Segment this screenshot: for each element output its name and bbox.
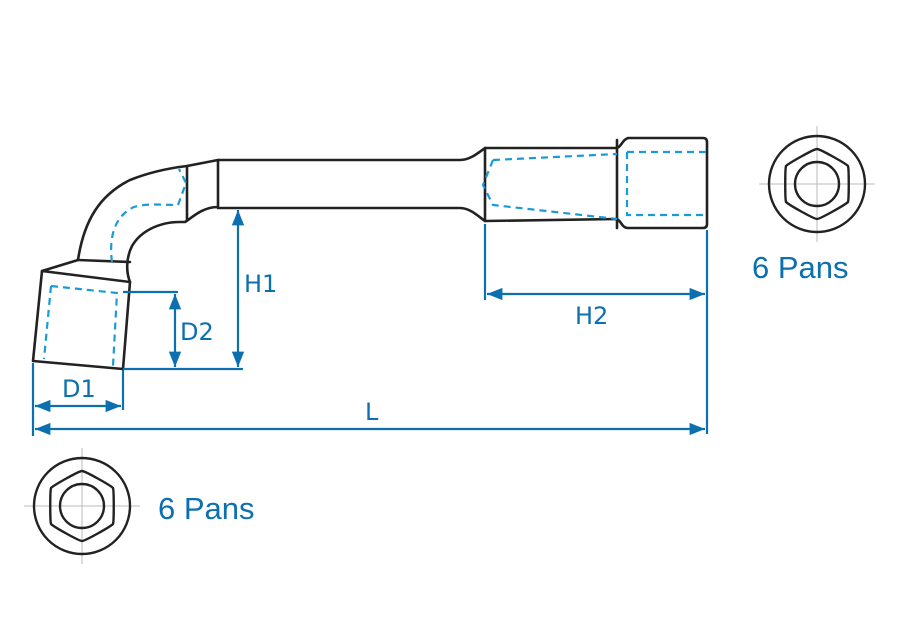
hex-socket-end-view-icon (759, 126, 875, 242)
dimension-d2-label: D2 (180, 318, 214, 346)
shank (216, 146, 487, 223)
hidden-line (481, 159, 618, 221)
end-view-label-bottom: 6 Pans (158, 491, 255, 526)
hidden-lines (42, 150, 707, 367)
dimension-lines (31, 210, 709, 436)
hidden-line (50, 284, 119, 367)
neck-joint-line (76, 258, 132, 264)
end-view-label-right: 6 Pans (752, 250, 849, 285)
dimension-d1-label: D1 (62, 375, 96, 403)
dimension-l-label: L (365, 398, 379, 426)
hidden-line (42, 285, 53, 360)
tube-body (483, 136, 709, 230)
dimension-h1-label: H1 (244, 270, 277, 298)
small-socket-head (31, 269, 132, 371)
hidden-line (625, 152, 707, 217)
bent-neck (40, 158, 220, 284)
dimension-h2-label: H2 (575, 302, 608, 330)
hex-socket-end-view-icon (24, 448, 140, 564)
wrench-outline (31, 136, 709, 371)
hidden-line (492, 152, 618, 162)
hidden-line (110, 168, 188, 263)
